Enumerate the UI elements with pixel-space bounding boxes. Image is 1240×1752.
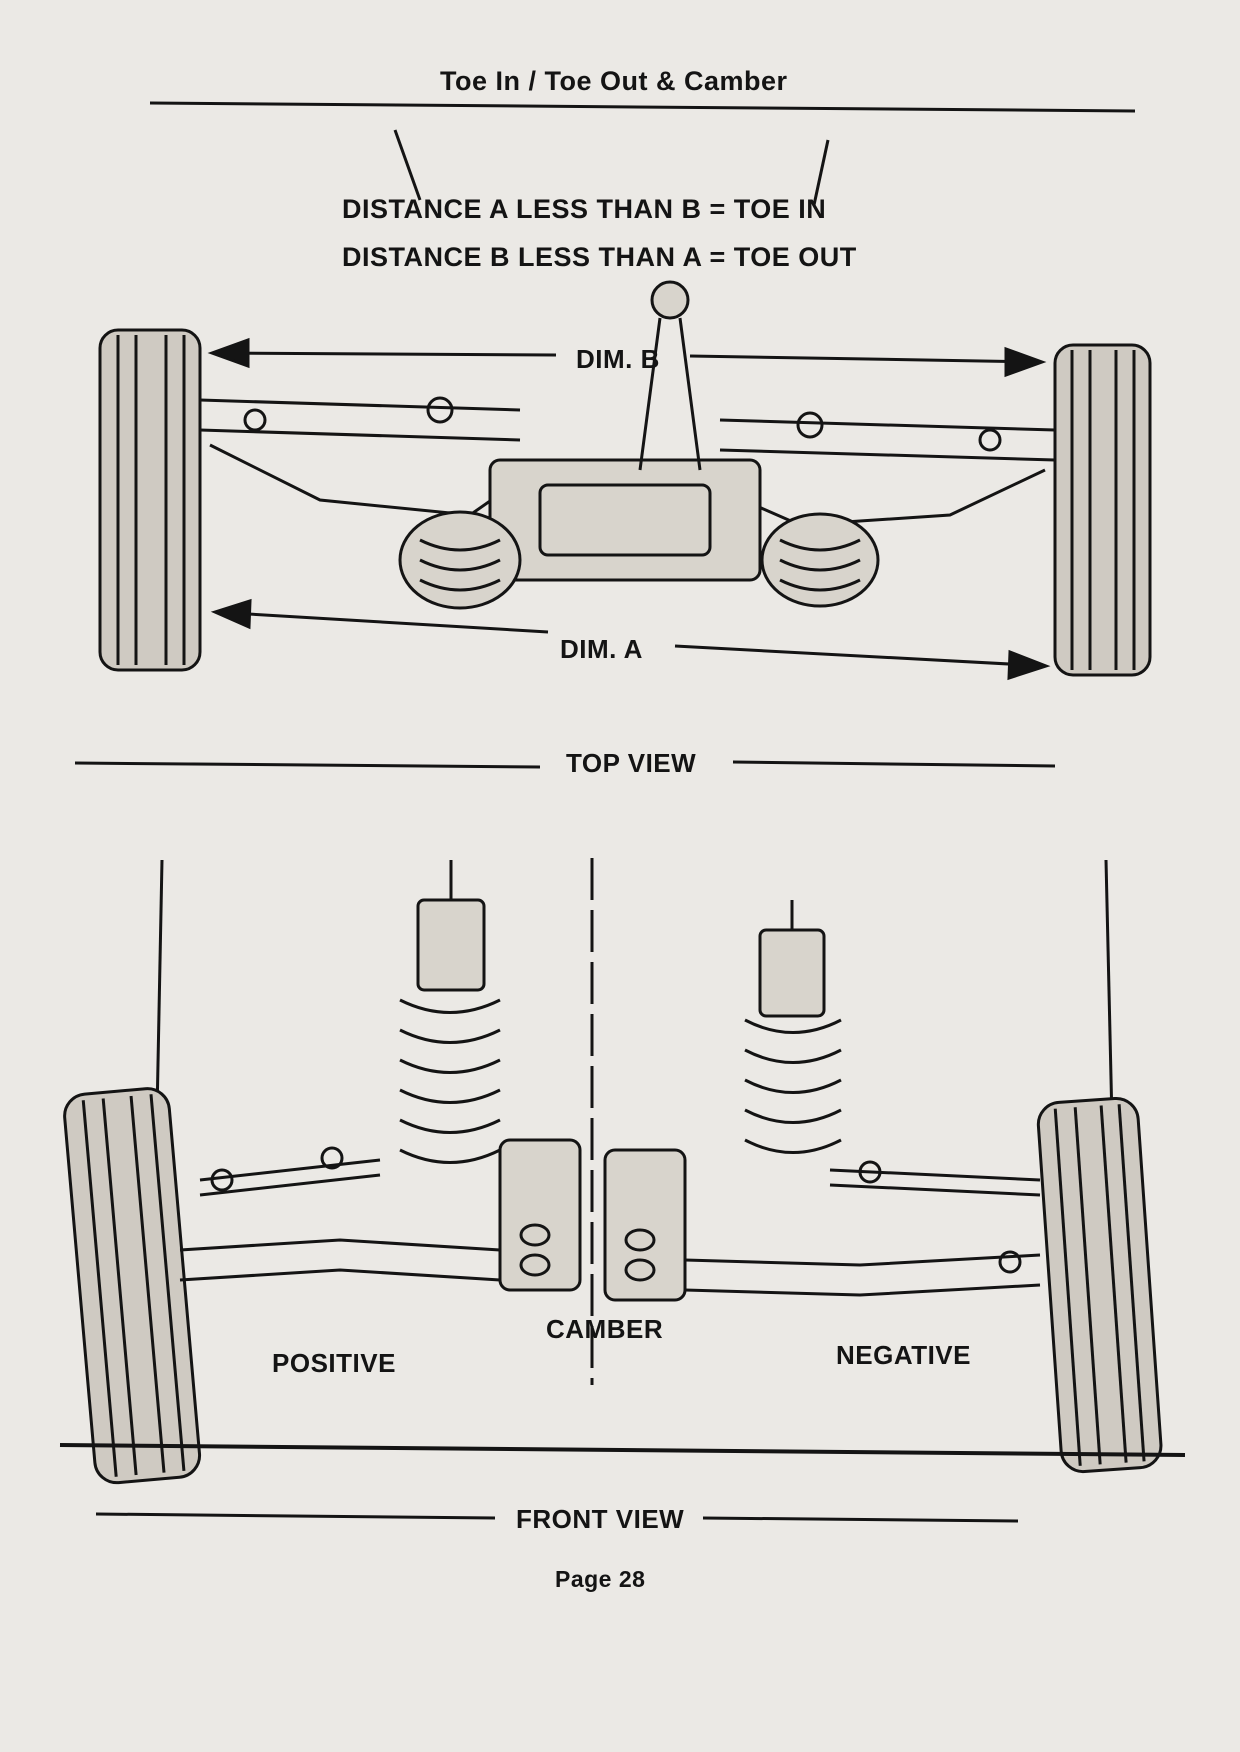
front-view-rule-left	[95, 1512, 496, 1520]
top-view-suspension	[199, 280, 1056, 610]
pointer-stroke	[812, 139, 830, 206]
toe-in-rule: DISTANCE A LESS THAN B = TOE IN	[342, 194, 827, 224]
dim-b-line-right	[689, 354, 1043, 364]
ground-line	[59, 1443, 1186, 1457]
dim-a-arrow-right	[1007, 649, 1051, 681]
top-left-tire	[98, 328, 202, 672]
page-title: Toe In / Toe Out & Camber	[440, 66, 788, 96]
dim-a-label: DIM. A	[560, 634, 643, 664]
top-right-tire	[1053, 343, 1152, 677]
toe-out-rule: DISTANCE B LESS THAN A = TOE OUT	[342, 242, 857, 272]
front-view-label: FRONT VIEW	[516, 1504, 685, 1534]
top-view-rule-right	[732, 760, 1056, 768]
positive-camber-label: POSITIVE	[272, 1348, 396, 1378]
left-suspension-arms	[179, 1138, 582, 1292]
negative-camber-label: NEGATIVE	[836, 1340, 971, 1370]
front-view-rule-right	[702, 1516, 1019, 1523]
right-shock	[744, 900, 842, 1154]
dim-a-line-left	[214, 610, 549, 634]
top-view-drawing	[74, 280, 1152, 769]
top-view-rule-left	[74, 761, 541, 769]
page-number: Page 28	[555, 1566, 646, 1592]
pointer-stroke	[393, 129, 422, 201]
dim-b-line-left	[211, 351, 557, 357]
front-view-drawing	[59, 858, 1186, 1523]
top-view-label: TOP VIEW	[566, 748, 697, 778]
camber-label: CAMBER	[546, 1314, 664, 1344]
left-shock	[399, 860, 501, 1164]
header-rule	[149, 101, 1136, 113]
right-suspension-arms	[603, 1148, 1041, 1302]
negative-camber-tire	[1036, 1096, 1163, 1474]
positive-camber-tire	[63, 1087, 202, 1485]
dim-b-arrow-left	[207, 337, 250, 369]
dim-b-arrow-right	[1004, 346, 1047, 378]
dim-a-arrow-left	[210, 598, 252, 630]
dim-a-line-right	[674, 644, 1047, 668]
dim-b-label: DIM. B	[576, 344, 660, 374]
